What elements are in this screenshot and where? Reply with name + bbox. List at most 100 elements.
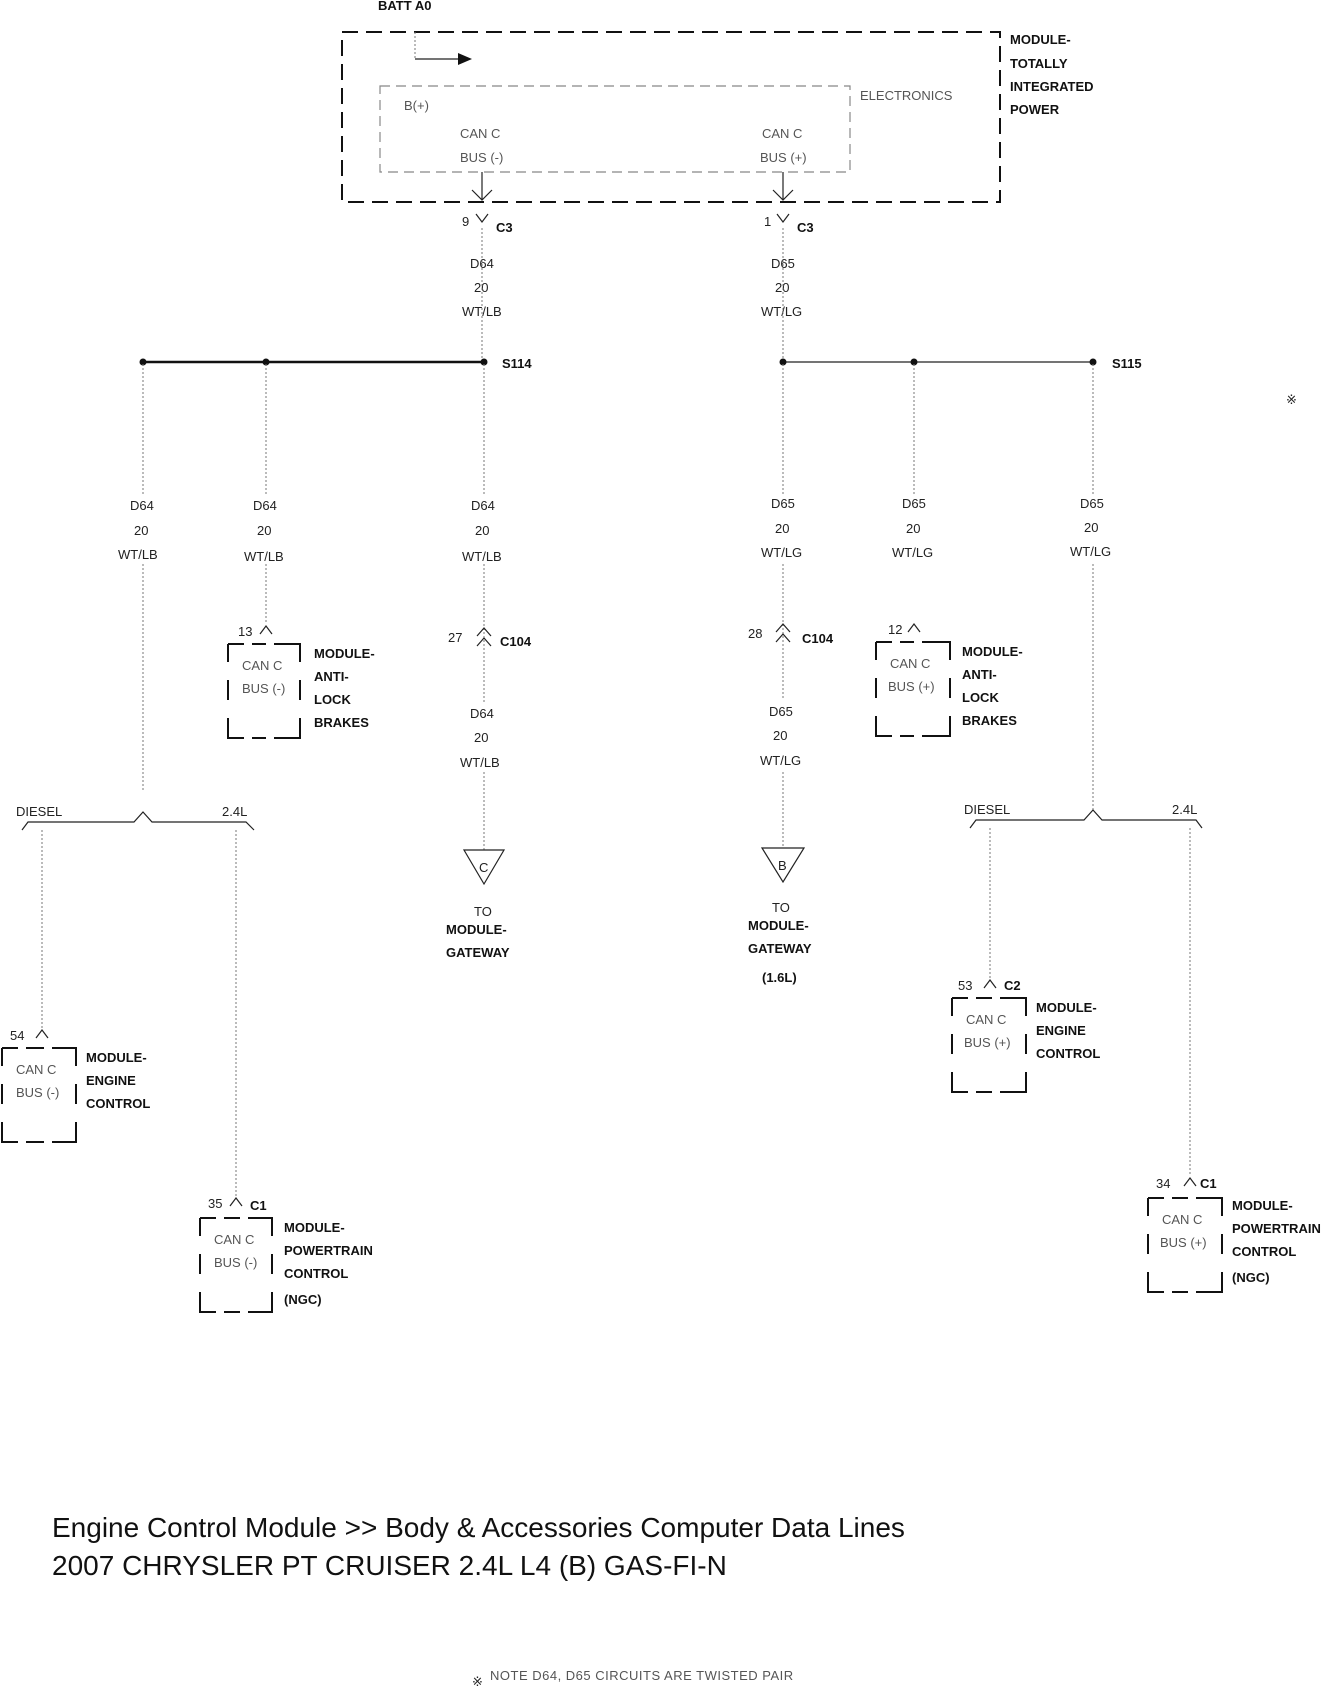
gateway-c-l1: MODULE- bbox=[446, 922, 507, 937]
ecm-plus-box bbox=[951, 997, 1027, 1093]
b6-gauge: 20 bbox=[1084, 520, 1098, 535]
gateway-c-l2: GATEWAY bbox=[446, 945, 510, 960]
pcm-minus-box bbox=[199, 1217, 273, 1313]
ecm-plus-can: CAN C bbox=[966, 1012, 1006, 1027]
abs-minus-l1: MODULE- bbox=[314, 646, 375, 661]
abs-minus-bus: BUS (-) bbox=[242, 681, 285, 696]
pcm-minus-l1: MODULE- bbox=[284, 1220, 345, 1235]
b6-code: D65 bbox=[1080, 496, 1104, 511]
ecm-plus-l1: MODULE- bbox=[1036, 1000, 1097, 1015]
pcm-minus-l4: (NGC) bbox=[284, 1292, 322, 1307]
ecm-plus-connector bbox=[983, 979, 997, 989]
tipm-bus-plus: BUS (+) bbox=[760, 150, 807, 165]
pcm-plus-connector bbox=[1183, 1177, 1197, 1187]
gateway-b-variant: (1.6L) bbox=[762, 970, 797, 985]
left-diesel-label: DIESEL bbox=[16, 804, 62, 819]
pcm-plus-box bbox=[1147, 1197, 1223, 1293]
b5-color: WT/LG bbox=[892, 545, 933, 560]
c104-d65-label: C104 bbox=[802, 631, 834, 646]
b4-color: WT/LG bbox=[761, 545, 802, 560]
pcm-plus-conn: C1 bbox=[1200, 1176, 1217, 1191]
ecm-plus-bus: BUS (+) bbox=[964, 1035, 1011, 1050]
tipm-label-3: INTEGRATED bbox=[1010, 79, 1094, 94]
c104-d64-label: C104 bbox=[500, 634, 532, 649]
s114-node-2 bbox=[262, 358, 270, 366]
pin1-label: 1 bbox=[764, 214, 771, 229]
b1-gauge: 20 bbox=[134, 523, 148, 538]
trunk-d65-gauge: 20 bbox=[775, 280, 789, 295]
abs-minus-l3: LOCK bbox=[314, 692, 351, 707]
trunk-d65-code: D65 bbox=[771, 256, 795, 271]
tipm-label-2: TOTALLY bbox=[1010, 56, 1068, 71]
page-title-line1: Engine Control Module >> Body & Accessor… bbox=[52, 1512, 905, 1543]
s115-splice bbox=[1089, 358, 1097, 366]
s115-node-2 bbox=[910, 358, 918, 366]
ecm-minus-bus: BUS (-) bbox=[16, 1085, 59, 1100]
twisted-pair-note: NOTE D64, D65 CIRCUITS ARE TWISTED PAIR bbox=[490, 1668, 794, 1683]
left-split-bracket bbox=[21, 811, 255, 831]
abs-minus-can: CAN C bbox=[242, 658, 282, 673]
tipm-bus-minus: BUS (-) bbox=[460, 150, 503, 165]
s114-node-1 bbox=[139, 358, 147, 366]
electronics-label: ELECTRONICS bbox=[860, 88, 953, 103]
tipm-pin-plus-arrow bbox=[772, 189, 794, 201]
b2-color: WT/LB bbox=[244, 549, 284, 564]
ecm-minus-l2: ENGINE bbox=[86, 1073, 136, 1088]
label-bg bbox=[452, 702, 518, 772]
ecm-plus-pin: 53 bbox=[958, 978, 972, 993]
ecm-minus-connector bbox=[35, 1029, 49, 1039]
twisted-pair-mark: ※ bbox=[1286, 392, 1297, 407]
pcm-minus-conn: C1 bbox=[250, 1198, 267, 1213]
abs-plus-connector bbox=[907, 623, 921, 633]
tipm-pin-minus-arrow bbox=[471, 189, 493, 201]
gateway-c-to: TO bbox=[474, 904, 492, 919]
c104-d64-connector bbox=[476, 627, 492, 647]
ecm-plus-l3: CONTROL bbox=[1036, 1046, 1100, 1061]
pcm-plus-can: CAN C bbox=[1162, 1212, 1202, 1227]
page-title-line2: 2007 CHRYSLER PT CRUISER 2.4L L4 (B) GAS… bbox=[52, 1550, 727, 1581]
right-24-label: 2.4L bbox=[1172, 802, 1197, 817]
tipm-can-minus: CAN C bbox=[460, 126, 500, 141]
d65-gw-gauge: 20 bbox=[773, 728, 787, 743]
trunk-d64-color: WT/LB bbox=[462, 304, 502, 319]
gateway-c-triangle bbox=[462, 849, 506, 886]
c3-plus-connector bbox=[776, 213, 790, 223]
d64-gw-code: D64 bbox=[470, 706, 494, 721]
note-symbol: ※ bbox=[472, 1674, 483, 1689]
gateway-b-l2: GATEWAY bbox=[748, 941, 812, 956]
abs-plus-bus: BUS (+) bbox=[888, 679, 935, 694]
label-bg bbox=[752, 700, 818, 770]
batt-arrow-head bbox=[458, 53, 472, 65]
gateway-c-letter: C bbox=[479, 860, 488, 875]
pcm-minus-pin: 35 bbox=[208, 1196, 222, 1211]
s115-label: S115 bbox=[1112, 356, 1142, 371]
trunk-d64-code: D64 bbox=[470, 256, 494, 271]
c3-minus-label: C3 bbox=[496, 220, 513, 235]
electronics-box bbox=[379, 85, 851, 173]
d65-gw-color: WT/LG bbox=[760, 753, 801, 768]
c3-plus-label: C3 bbox=[797, 220, 814, 235]
s115-node-1 bbox=[779, 358, 787, 366]
b2-gauge: 20 bbox=[257, 523, 271, 538]
pcm-plus-l1: MODULE- bbox=[1232, 1198, 1293, 1213]
pin27-label: 27 bbox=[448, 630, 462, 645]
tipm-label-1: MODULE- bbox=[1010, 32, 1071, 47]
ecm-plus-l2: ENGINE bbox=[1036, 1023, 1086, 1038]
pcm-minus-l2: POWERTRAIN bbox=[284, 1243, 373, 1258]
trunk-d64-gauge: 20 bbox=[474, 280, 488, 295]
pcm-minus-l3: CONTROL bbox=[284, 1266, 348, 1281]
abs-plus-l3: LOCK bbox=[962, 690, 999, 705]
label-bg bbox=[452, 494, 518, 564]
pcm-plus-pin: 34 bbox=[1156, 1176, 1170, 1191]
abs-plus-box bbox=[875, 641, 951, 737]
abs-minus-l2: ANTI- bbox=[314, 669, 349, 684]
pin28-label: 28 bbox=[748, 626, 762, 641]
label-bg bbox=[752, 494, 818, 564]
b6-color: WT/LG bbox=[1070, 544, 1111, 559]
tipm-label-4: POWER bbox=[1010, 102, 1060, 117]
c3-minus-connector bbox=[475, 213, 489, 223]
b1-code: D64 bbox=[130, 498, 154, 513]
abs-plus-l4: BRAKES bbox=[962, 713, 1017, 728]
b1-color: WT/LB bbox=[118, 547, 158, 562]
